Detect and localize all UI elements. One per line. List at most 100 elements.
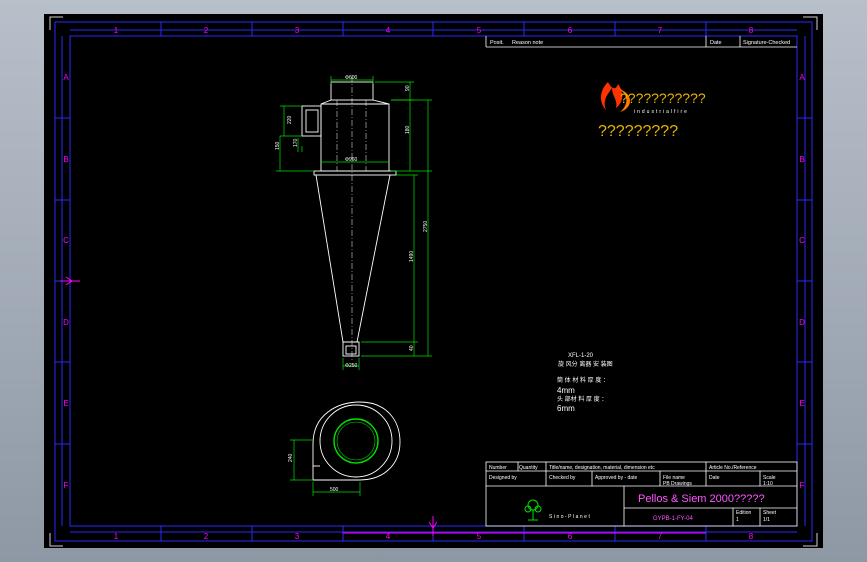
dim-mid-width: Φ960 [345, 157, 358, 163]
tb-checked-by: Checked by [549, 475, 576, 481]
col-label: 8 [749, 26, 754, 35]
cyclone-front-view [301, 81, 397, 357]
dim-top-width: Φ600 [345, 75, 358, 81]
row-label: E [63, 399, 68, 408]
plan-dimensions [290, 439, 361, 496]
row-label: C [63, 236, 69, 245]
tb-edition-value: 1 [736, 517, 739, 523]
note-model: XFL-1-20 [568, 353, 594, 359]
cyclone-plan-view [312, 401, 401, 481]
tb-filename: File name [663, 475, 685, 481]
drawing-code: GYPB-1-FY-04 [653, 516, 693, 522]
dust-outlet [342, 341, 360, 357]
front-dim-labels: Φ600 90 180 2750 1490 40 220 150 170 Φ96… [275, 75, 429, 369]
crop-marks [49, 16, 818, 547]
tb-article: Article No./Reference [709, 465, 757, 471]
dim-total-height: 2750 [423, 221, 429, 232]
notes: XFL-1-20 旋 风分 离器 安 装图 筒 体 材 料 厚 度 ： 4mm … [557, 353, 613, 413]
rev-signature: Signature-Checked [743, 40, 790, 46]
logo-sub: industrialfire [634, 109, 689, 115]
plan-dim-labels: 240 500 [288, 453, 339, 493]
centering-marks [60, 276, 706, 536]
revision-table [485, 36, 797, 48]
flame-accent-icon [616, 88, 631, 112]
company-logo: ??????????? industrialfire ????????? [598, 82, 706, 140]
row-label: B [799, 155, 804, 164]
logo-subtitle: ????????? [598, 123, 678, 140]
dim-outlet-width: Φ250 [345, 363, 358, 369]
col-label: 5 [477, 26, 482, 35]
plan-inner-circle [333, 418, 379, 464]
tb-approved-by: Approved by - date [595, 475, 637, 481]
col-label: 8 [749, 532, 754, 541]
drawing-title: Pellos & Siem 2000????? [638, 493, 765, 505]
col-label: 4 [386, 26, 391, 35]
logo-title: ??????????? [620, 90, 706, 106]
dim-plan-height: 240 [288, 453, 294, 462]
tb-sheet: Sheet [763, 510, 777, 516]
row-labels: A B C D E F A B C D E F [63, 73, 805, 490]
drawing-sheet [44, 14, 823, 548]
row-label: F [64, 481, 69, 490]
row-label: A [799, 73, 805, 82]
revision-labels: Posit. Reason note Date Signature-Checke… [490, 40, 790, 46]
col-label: 3 [295, 532, 300, 541]
col-label: 7 [658, 26, 663, 35]
tb-edition: Edition [736, 510, 752, 516]
rev-date: Date [710, 40, 722, 46]
row-label: D [63, 318, 69, 327]
title-block-labels: Number Quantity Title/name, designation,… [489, 465, 777, 523]
row-label: E [799, 399, 804, 408]
dim-plan-width: 500 [330, 487, 339, 493]
row-label: C [799, 236, 805, 245]
rev-position: Posit. [490, 40, 504, 46]
note-name: 旋 风分 离器 安 装图 [558, 360, 613, 368]
rev-reason: Reason note [512, 40, 543, 46]
flame-icon [601, 82, 623, 110]
note-val1: 4mm [557, 386, 575, 395]
row-label: A [63, 73, 69, 82]
front-dimensions [276, 76, 432, 370]
tb-number: Number [489, 465, 507, 471]
col-label: 3 [295, 26, 300, 35]
col-label: 1 [114, 26, 119, 35]
tb-designed-by: Designed by [489, 475, 517, 481]
tb-designation: Title/name, designation, material, dimen… [549, 465, 655, 471]
plan-volute [312, 401, 401, 481]
col-label: 2 [204, 532, 209, 541]
plan-outer-circle [319, 404, 393, 478]
dim-inlet-box: 220 [287, 115, 293, 124]
note-line2: 头 部材 料 厚 度 ： [557, 395, 607, 403]
row-label: B [63, 155, 68, 164]
note-line1: 筒 体 材 料 厚 度 ： [557, 376, 609, 384]
tb-sheet-value: 1/1 [763, 517, 770, 523]
col-label: 7 [658, 532, 663, 541]
col-label: 6 [568, 532, 573, 541]
tree-icon [524, 499, 542, 521]
row-label: D [799, 318, 805, 327]
dim-inlet-offset: 170 [293, 138, 299, 147]
flange [313, 170, 397, 176]
dim-body-height: 180 [405, 125, 411, 134]
row-ticks [55, 117, 812, 445]
col-label: 2 [204, 26, 209, 35]
note-val2: 6mm [557, 404, 575, 413]
col-label: 1 [114, 532, 119, 541]
tb-date: Date [709, 475, 720, 481]
tb-scale: Scale [763, 475, 776, 481]
inlet-box [301, 105, 322, 137]
centerline [336, 76, 367, 362]
title-block [485, 461, 798, 527]
col-label: 5 [477, 532, 482, 541]
col-label: 4 [386, 532, 391, 541]
dim-outlet-height: 40 [409, 345, 415, 351]
tb-quantity: Quantity [519, 465, 538, 471]
column-labels: 1 2 3 4 5 6 7 8 1 2 3 4 5 6 7 8 [114, 26, 754, 541]
dim-inlet-height: 150 [275, 141, 281, 150]
tb-company: Sino-Planet [549, 514, 591, 520]
tb-scale-value: 1:10 [763, 481, 773, 487]
cone [315, 174, 391, 343]
row-label: F [800, 481, 805, 490]
dim-top-height: 90 [405, 85, 411, 91]
